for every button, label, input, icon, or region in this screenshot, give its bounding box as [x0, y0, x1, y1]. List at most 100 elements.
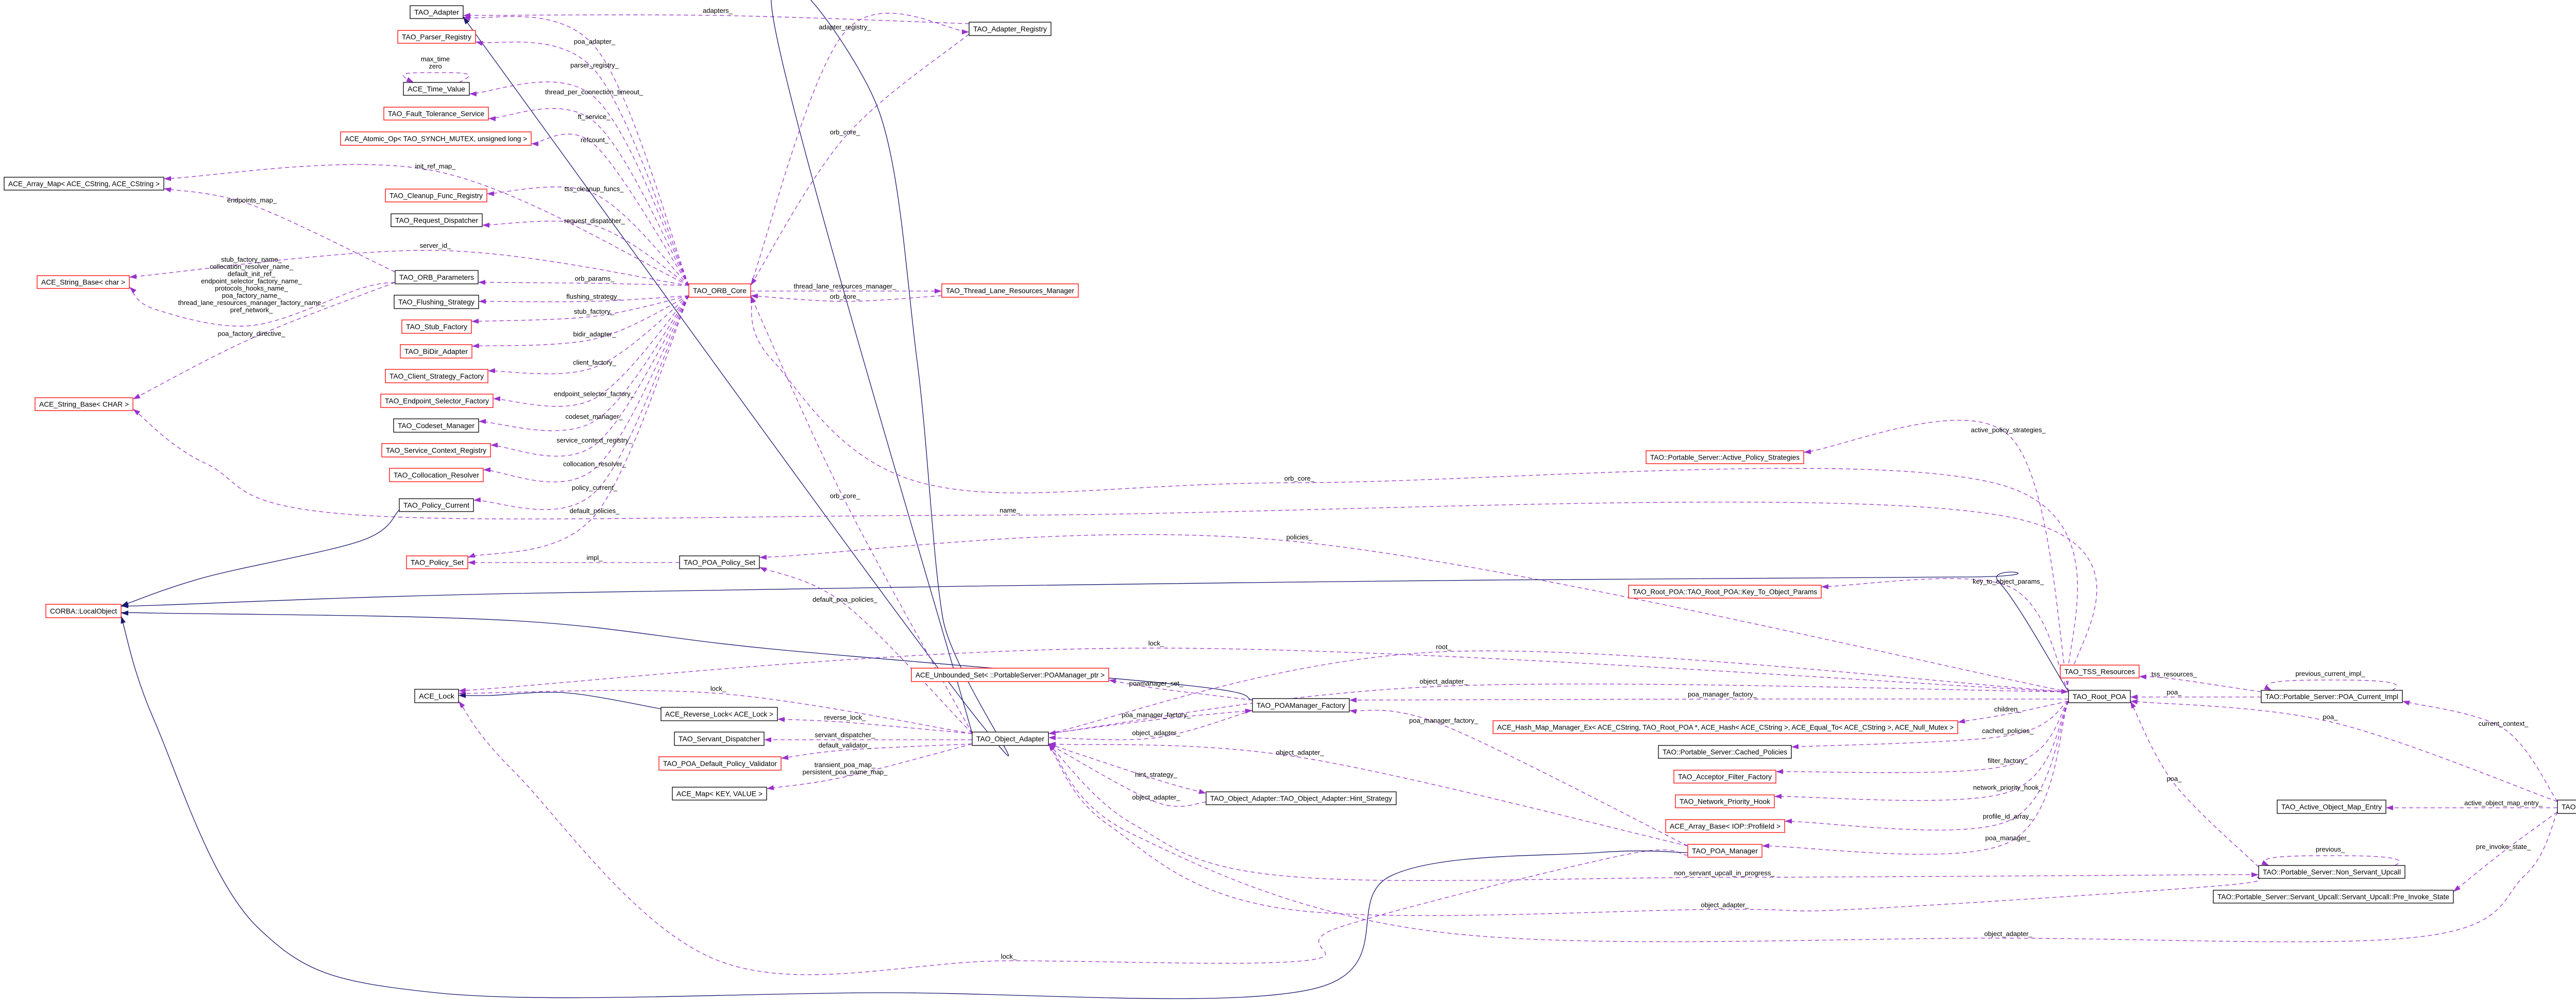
class-node-poamfact[interactable]: TAO_POAManager_Factory	[1252, 698, 1350, 712]
class-name: TAO::Portable_Server::POA_Current_Impl	[2265, 692, 2398, 701]
class-node-stub[interactable]: TAO_Stub_Factory	[401, 319, 472, 334]
inheritance-edge-poamgr-to-localobj	[121, 616, 1688, 999]
class-node-acemap[interactable]: ACE_Map< KEY, VALUE >	[672, 787, 767, 801]
class-node-poapolset[interactable]: TAO_POA_Policy_Set	[679, 555, 760, 569]
class-box	[2277, 800, 2386, 814]
class-node-acelock[interactable]: ACE_Lock	[414, 689, 459, 703]
class-node-polset[interactable]: TAO_Policy_Set	[406, 555, 468, 569]
edge-label: tss_cleanup_funcs_	[565, 185, 624, 193]
class-name: ACE_Lock	[419, 692, 455, 700]
class-node-tlrm[interactable]: TAO_Thread_Lane_Resources_Manager	[941, 283, 1079, 298]
edge-label: poa_manager_factory_	[1409, 717, 1478, 724]
edge-label: reverse_lock_	[824, 714, 867, 721]
class-node-reqdisp[interactable]: TAO_Request_Dispatcher	[391, 213, 483, 227]
class-node-svcctx[interactable]: TAO_Service_Context_Registry	[381, 443, 491, 457]
class-node-colloc[interactable]: TAO_Collocation_Resolver	[389, 468, 484, 482]
class-box	[410, 5, 464, 19]
usage-edge-poamgr-to-objadapter	[1048, 741, 1688, 846]
class-name: TAO_Object_Adapter::TAO_Object_Adapter::…	[1210, 794, 1392, 803]
edge-label: hint_strategy_	[1135, 771, 1177, 778]
class-node-orbcore[interactable]: TAO_ORB_Core	[688, 283, 751, 298]
class-node-client[interactable]: TAO_Client_Strategy_Factory	[385, 369, 488, 383]
class-node-hashmap[interactable]: ACE_Hash_Map_Manager_Ex< ACE_CString, TA…	[1493, 720, 1958, 734]
class-node-acceptor[interactable]: TAO_Acceptor_Filter_Factory	[1673, 770, 1776, 784]
class-node-atomic[interactable]: ACE_Atomic_Op< TAO_SYNCH_MUTEX, unsigned…	[340, 131, 532, 146]
class-name: TAO_Thread_Lane_Resources_Manager	[946, 286, 1074, 295]
class-node-curimpl[interactable]: TAO::Portable_Server::POA_Current_Impl	[2261, 690, 2403, 703]
class-node-endpoint[interactable]: TAO_Endpoint_Selector_Factory	[380, 394, 494, 408]
class-node-polcur[interactable]: TAO_Policy_Current	[399, 498, 474, 512]
usage-edge-orbparams-to-arraymap	[163, 187, 396, 273]
edge-label: poamanager_set_	[1129, 680, 1184, 687]
class-node-strCHAR[interactable]: ACE_String_Base< CHAR >	[35, 397, 133, 411]
class-box	[393, 418, 479, 433]
class-node-rootpoa[interactable]: TAO_Root_POA	[2068, 690, 2131, 703]
class-name: TAO_Endpoint_Selector_Factory	[385, 397, 489, 405]
class-node-ft[interactable]: TAO_Fault_Tolerance_Service	[383, 107, 489, 121]
class-node-poamgr[interactable]: TAO_POA_Manager	[1687, 844, 1762, 858]
class-node-unbset[interactable]: ACE_Unbounded_Set< ::PortableServer::POA…	[911, 668, 1109, 682]
edge-label: orb_core_	[830, 492, 860, 500]
class-box	[340, 131, 532, 146]
edge-label: non_servant_upcall_in_progress_	[1674, 869, 1775, 877]
class-name: ACE_String_Base< char >	[41, 278, 125, 286]
class-node-orbparams[interactable]: TAO_ORB_Parameters	[395, 270, 479, 284]
class-node-objadapter[interactable]: TAO_Object_Adapter	[972, 732, 1049, 746]
edge-label: orb_core_	[830, 293, 860, 300]
edge-label: profile_id_array_	[1983, 812, 2033, 820]
class-name: TAO_Stub_Factory	[406, 322, 467, 331]
class-node-servdisp[interactable]: TAO_Servant_Dispatcher	[674, 732, 765, 746]
edge-label: lock_	[1148, 639, 1164, 647]
class-node-nsupcall[interactable]: TAO::Portable_Server::Non_Servant_Upcall	[2258, 865, 2405, 879]
class-node-arraymap[interactable]: ACE_Array_Map< ACE_CString, ACE_CString …	[4, 177, 164, 191]
edge-label: policies_	[1286, 533, 1313, 541]
class-node-activepol[interactable]: TAO::Portable_Server::Active_Policy_Stra…	[1646, 450, 1804, 464]
class-box	[399, 498, 474, 512]
class-name: TAO_Client_Strategy_Factory	[389, 372, 484, 380]
edge-label: protocols_hooks_name_	[215, 284, 288, 292]
class-node-bidir[interactable]: TAO_BiDir_Adapter	[400, 344, 472, 359]
class-node-validator[interactable]: TAO_POA_Default_Policy_Validator	[658, 756, 782, 771]
class-node-adapter[interactable]: TAO_Adapter	[410, 5, 464, 19]
edge-label: poa_manager_factory_	[1688, 690, 1757, 698]
class-node-adreg[interactable]: TAO_Adapter_Registry	[969, 22, 1052, 36]
class-node-codeset[interactable]: TAO_Codeset_Manager	[393, 418, 479, 433]
class-node-hint[interactable]: TAO_Object_Adapter::TAO_Object_Adapter::…	[1206, 791, 1397, 805]
class-node-keyparams[interactable]: TAO_Root_POA::TAO_Root_POA::Key_To_Objec…	[1628, 585, 1822, 599]
class-node-aome[interactable]: TAO_Active_Object_Map_Entry	[2277, 800, 2386, 814]
class-box	[1252, 698, 1350, 712]
class-node-timeval[interactable]: ACE_Time_Value	[403, 82, 470, 96]
class-box	[395, 270, 479, 284]
class-box	[414, 689, 459, 703]
class-node-cleanup[interactable]: TAO_Cleanup_Func_Registry	[385, 189, 487, 202]
class-node-flush[interactable]: TAO_Flushing_Strategy	[394, 295, 479, 309]
usage-edge-curimpl-to-curimpl	[2264, 680, 2397, 691]
class-box	[674, 732, 765, 746]
class-node-cached[interactable]: TAO::Portable_Server::Cached_Policies	[1658, 745, 1792, 759]
class-box	[401, 319, 472, 334]
usage-edge-objadapter-to-hint	[1048, 743, 1207, 794]
usage-edge-tlrm-to-orbcore	[750, 293, 942, 302]
class-node-parser[interactable]: TAO_Parser_Registry	[397, 30, 476, 44]
class-node-netprio[interactable]: TAO_Network_Priority_Hook	[1675, 794, 1775, 808]
class-node-strchar[interactable]: ACE_String_Base< char >	[37, 275, 130, 289]
usage-edge-orbparams-to-strchar	[129, 282, 396, 327]
edge-label: client_factory_	[573, 359, 617, 366]
edge-label: bidir_adapter_	[573, 330, 616, 338]
edge-label: key_to_object_params_	[1973, 578, 2044, 585]
usage-edge-orbcore-to-atomic	[531, 133, 689, 286]
class-node-arraybase[interactable]: ACE_Array_Base< IOP::ProfileId >	[1665, 819, 1785, 833]
class-box	[397, 30, 476, 44]
usage-edge-orbcore-to-ft	[488, 108, 689, 286]
edge-label: endpoint_selector_factory_name_	[201, 277, 302, 285]
class-node-localobj[interactable]: CORBA::LocalObject	[45, 604, 122, 618]
usage-edge-rootpoa-to-netprio	[1774, 701, 2069, 801]
class-node-preinvoke[interactable]: TAO::Portable_Server::Servant_Upcall::Se…	[2213, 890, 2454, 904]
usage-edge-orbcore-to-strchar	[129, 250, 689, 286]
edge-label: previous_	[2316, 845, 2345, 853]
class-name: TAO_Fault_Tolerance_Service	[388, 110, 484, 118]
class-node-revlock[interactable]: ACE_Reverse_Lock< ACE_Lock >	[660, 707, 778, 721]
usage-edge-servupcall-to-curimpl	[2402, 700, 2558, 802]
class-box	[1493, 720, 1958, 734]
class-node-tss[interactable]: TAO_TSS_Resources	[2060, 665, 2140, 678]
